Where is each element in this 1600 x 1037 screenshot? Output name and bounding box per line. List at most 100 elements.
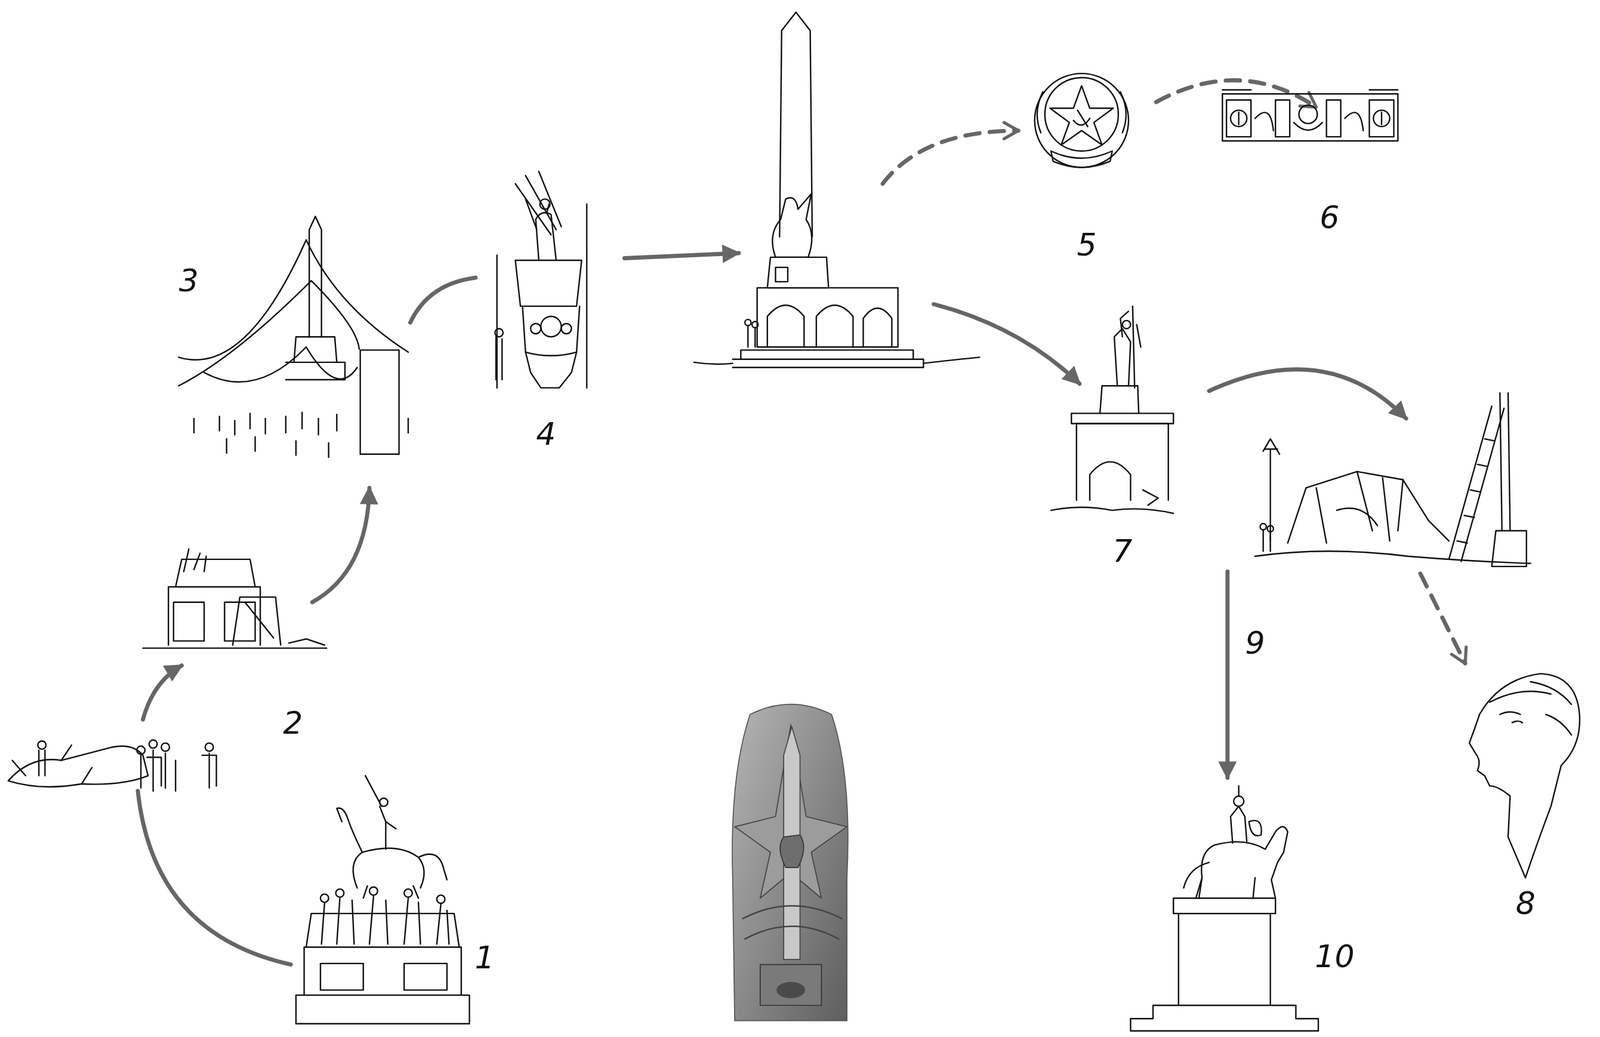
flow-arrow — [142, 665, 182, 720]
equestrian-statue-sketch-stroke — [1230, 806, 1247, 844]
garlanded-obelisk-sketch-stroke — [178, 239, 409, 360]
victory-obelisk-sketch-stroke — [772, 193, 812, 258]
equestrian-statue-sketch — [1130, 785, 1319, 1031]
statue-on-pedestal-sketch-stroke — [515, 171, 562, 235]
equestrian-monument-sketch-stroke — [336, 807, 447, 880]
flow-arrow — [1209, 369, 1407, 419]
fence-panel-sketch-stroke — [1222, 88, 1398, 91]
equestrian-monument-sketch-stroke — [404, 963, 447, 990]
statue-on-pedestal-sketch-stroke — [560, 323, 572, 334]
fallen-statue-sketch-stroke — [12, 744, 92, 784]
victory-obelisk-sketch-stroke — [747, 326, 755, 347]
ruined-pedestal-sketch-stroke — [224, 602, 255, 641]
damaged-monument-sketch-stroke — [1076, 423, 1169, 501]
statue-on-pedestal-sketch-stroke — [522, 306, 580, 356]
statue-on-pedestal-sketch-stroke — [540, 198, 551, 209]
equestrian-monument-sketch — [296, 775, 470, 1023]
equestrian-monument-sketch-stroke — [379, 797, 388, 807]
equestrian-monument-sketch-stroke — [365, 775, 396, 849]
equestrian-monument-sketch-stroke — [436, 894, 446, 903]
fence-panel-sketch-stroke — [1299, 105, 1318, 124]
demolition-sketch-stroke — [1316, 471, 1404, 544]
statue-on-pedestal-sketch-stroke — [540, 316, 561, 337]
ruined-pedestal-sketch-stroke — [288, 638, 325, 645]
garlanded-obelisk-sketch — [178, 216, 409, 457]
damaged-monument-sketch-stroke — [1071, 412, 1174, 424]
equestrian-statue-sketch-stroke — [1198, 826, 1288, 899]
damaged-monument-sketch — [1050, 306, 1174, 514]
garlanded-obelisk-sketch-stroke — [204, 346, 357, 382]
fallen-statue-sketch-stroke — [37, 740, 46, 749]
fallen-statue-sketch-stroke — [146, 754, 217, 786]
equestrian-statue-sketch-stroke — [1249, 819, 1262, 835]
statue-on-pedestal-sketch-stroke — [515, 260, 582, 307]
victory-obelisk-sketch-stroke — [767, 257, 829, 288]
fallen-statue-sketch-stroke — [149, 739, 158, 748]
callout-number: 9 — [1245, 627, 1266, 659]
fence-panel-sketch — [1222, 89, 1398, 141]
statue-on-pedestal-sketch — [494, 171, 587, 388]
victory-obelisk-sketch — [694, 12, 980, 368]
victory-obelisk-sketch-stroke — [751, 321, 758, 328]
victory-obelisk-sketch-stroke — [767, 304, 893, 347]
equestrian-monument-sketch-stroke — [369, 886, 378, 896]
sculpture-head-sketch — [1469, 673, 1580, 878]
equestrian-statue-sketch-stroke — [1233, 796, 1244, 807]
fence-panel-sketch-stroke — [1222, 93, 1398, 141]
demolition-sketch-stroke — [1263, 530, 1271, 551]
callout-number: 4 — [535, 418, 556, 450]
fallen-statue-sketch — [8, 739, 217, 791]
state-emblem-sketch-stroke — [1050, 150, 1113, 168]
relief-photo-stroke — [732, 704, 849, 1021]
garlanded-obelisk-sketch-stroke — [193, 412, 409, 458]
garlanded-obelisk-sketch-stroke — [360, 349, 400, 454]
equestrian-monument-sketch-stroke — [353, 848, 425, 889]
callout-number: 10 — [1314, 940, 1355, 972]
relief-photo-stroke — [776, 981, 806, 998]
damaged-monument-sketch-stroke — [1099, 385, 1139, 413]
state-emblem-sketch-stroke — [1049, 85, 1114, 146]
relief-photo-stroke — [743, 905, 843, 939]
statue-on-pedestal-sketch-stroke — [497, 204, 587, 388]
state-emblem-sketch-stroke — [1037, 91, 1127, 133]
flow-arrow — [1225, 571, 1230, 778]
equestrian-monument-sketch-stroke — [335, 888, 345, 897]
relief-photo — [732, 704, 849, 1021]
callout-number: 2 — [282, 707, 303, 739]
damaged-monument-sketch-stroke — [1050, 489, 1174, 514]
statue-on-pedestal-sketch-stroke — [530, 323, 541, 334]
equestrian-monument-sketch-stroke — [320, 963, 364, 990]
equestrian-monument-sketch-stroke — [363, 885, 419, 899]
demolition-sketch-stroke — [1260, 523, 1267, 530]
ruined-pedestal-sketch-stroke — [175, 559, 255, 587]
state-emblem-sketch-stroke — [1044, 77, 1119, 151]
callout-number: 8 — [1515, 887, 1536, 919]
equestrian-monument-sketch-stroke — [320, 893, 329, 903]
sculpture-head-sketch-stroke — [1499, 711, 1523, 723]
ruined-pedestal-sketch-stroke — [183, 549, 207, 572]
flow-arrow — [409, 277, 476, 323]
equestrian-statue-sketch-stroke — [1183, 862, 1256, 899]
fence-panel-sketch-stroke — [1238, 112, 1382, 131]
ruined-pedestal-sketch-stroke — [232, 596, 281, 645]
equestrian-monument-sketch-stroke — [296, 994, 470, 1024]
ruined-pedestal-sketch-stroke — [173, 602, 205, 641]
victory-obelisk-sketch-stroke — [732, 349, 924, 368]
demolition-sketch-stroke — [1287, 471, 1450, 544]
fallen-statue-sketch-stroke — [140, 750, 210, 791]
fallen-statue-sketch-stroke — [8, 745, 149, 787]
demolition-sketch-stroke — [1336, 507, 1378, 526]
fallen-statue-sketch-stroke — [161, 743, 170, 752]
ruined-pedestal-sketch — [142, 549, 327, 649]
statue-on-pedestal-sketch-stroke — [494, 328, 504, 338]
fallen-statue-sketch-stroke — [136, 745, 146, 755]
garlanded-obelisk-sketch-stroke — [309, 216, 322, 337]
damaged-monument-sketch-stroke — [1120, 310, 1129, 337]
statue-on-pedestal-sketch-stroke — [525, 198, 557, 261]
equestrian-statue-sketch-stroke — [1237, 785, 1239, 796]
callout-number: 1 — [475, 941, 495, 973]
equestrian-statue-sketch-stroke — [1178, 913, 1271, 1005]
victory-obelisk-sketch-stroke — [744, 319, 751, 326]
callout-number: 5 — [1076, 229, 1097, 261]
